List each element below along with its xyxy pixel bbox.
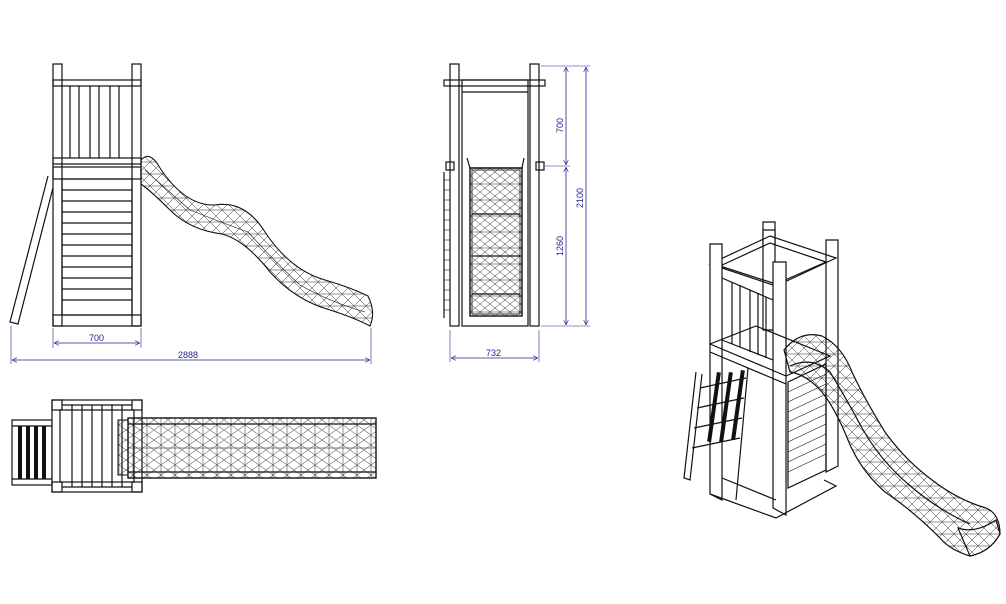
slide-front-view — [466, 157, 525, 317]
wavy-slide-side — [140, 155, 374, 327]
dim-front-width: 732 — [486, 348, 501, 358]
dim-overall-length: 2888 — [178, 350, 198, 360]
front-side-boards — [443, 172, 450, 318]
top-rail — [443, 79, 546, 87]
front-dimensions: 732 700 1260 2100 — [449, 65, 590, 362]
iso-wavy-slide — [783, 334, 1001, 557]
isometric-view — [683, 221, 1001, 557]
left-post — [52, 63, 63, 327]
deck-beam — [52, 166, 142, 180]
front-right-post — [529, 63, 540, 327]
ladder-plan — [11, 419, 53, 486]
dim-deck-height: 1260 — [555, 236, 565, 256]
right-post — [131, 63, 142, 327]
iso-ladder — [683, 367, 749, 501]
slide-plan — [117, 417, 377, 479]
dim-upper-height: 700 — [555, 118, 565, 133]
side-dimensions: 700 2888 — [10, 326, 372, 364]
lower-cladding — [52, 178, 142, 327]
upper-railing — [52, 79, 142, 165]
dim-side-width: 700 — [89, 333, 104, 343]
side-elevation-view: 700 2888 — [9, 63, 374, 364]
ladder — [9, 175, 56, 325]
plan-view — [11, 399, 377, 493]
front-elevation-view: 732 700 1260 2100 — [443, 63, 590, 362]
front-left-post — [449, 63, 460, 327]
iso-upper-railing — [721, 277, 774, 361]
dim-total-height: 2100 — [575, 188, 585, 208]
